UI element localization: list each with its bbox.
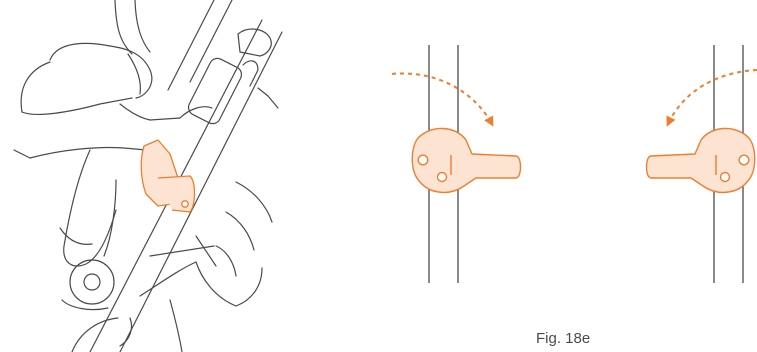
left-clip-illustration: [412, 128, 520, 192]
rotate-arrow-counterclockwise: [668, 70, 757, 124]
frame-clip-highlight: [141, 140, 194, 212]
rotate-arrow-clockwise: [392, 73, 492, 124]
figure-caption: Fig. 18e: [536, 330, 590, 348]
right-clip-illustration: [647, 128, 755, 192]
